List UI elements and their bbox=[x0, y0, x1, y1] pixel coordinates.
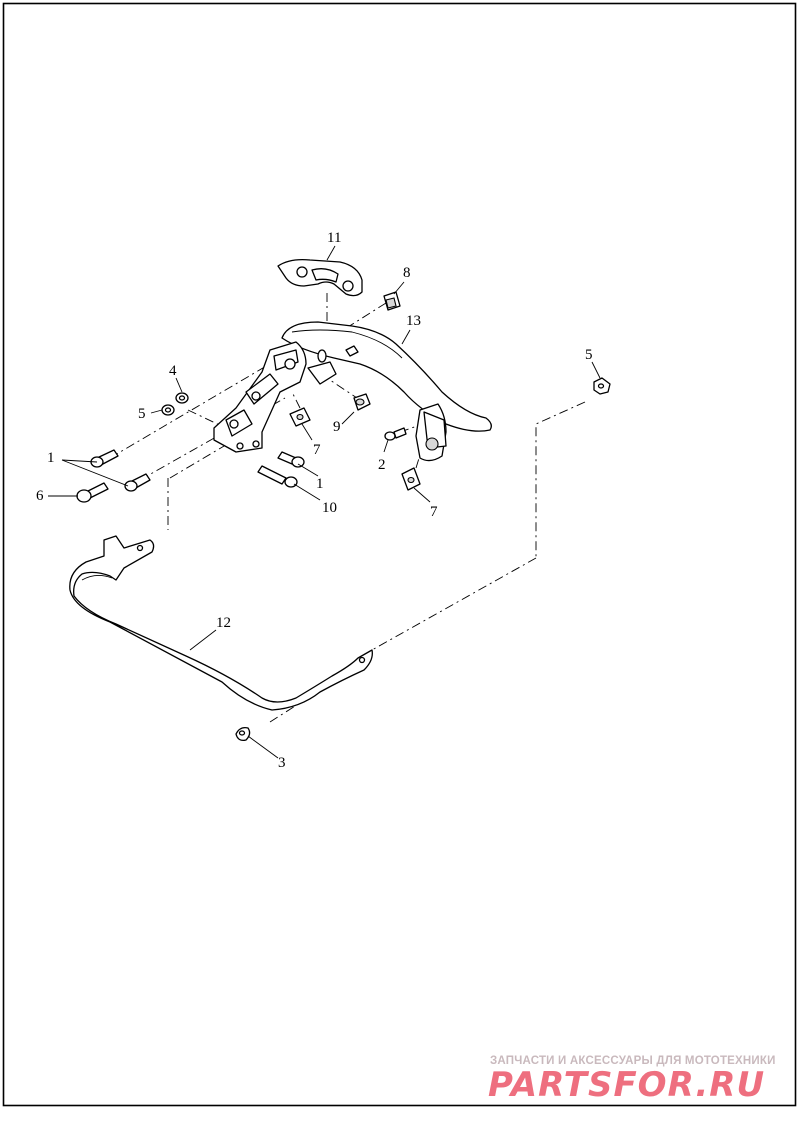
callout-5b: 5 bbox=[138, 406, 146, 422]
callout-2: 2 bbox=[378, 457, 386, 473]
bolt-10 bbox=[257, 465, 298, 488]
bolt-1a bbox=[90, 449, 119, 468]
bumper-9 bbox=[353, 393, 371, 411]
part-13-luggage-rack bbox=[213, 321, 492, 462]
callout-11: 11 bbox=[327, 230, 341, 246]
nut-5b bbox=[161, 404, 175, 416]
speed-nut-7a bbox=[289, 407, 311, 427]
callout-13: 13 bbox=[406, 313, 421, 329]
nut-4 bbox=[175, 392, 189, 404]
callout-12: 12 bbox=[216, 615, 231, 631]
callout-8: 8 bbox=[403, 265, 411, 281]
callout-6: 6 bbox=[36, 488, 44, 504]
part-11-top-cover bbox=[277, 258, 363, 297]
callout-5a: 5 bbox=[585, 347, 593, 363]
bolt-1b bbox=[124, 473, 151, 492]
callout-7a: 7 bbox=[313, 442, 321, 458]
callout-1a: 1 bbox=[47, 450, 55, 466]
callout-3: 3 bbox=[278, 755, 286, 771]
callout-leaders bbox=[48, 245, 601, 759]
screw-2 bbox=[384, 427, 407, 441]
speed-nut-7b bbox=[401, 467, 421, 491]
callout-labels: 11 8 13 5 4 5 7 9 1 2 1 6 10 7 12 3 bbox=[36, 230, 593, 771]
bolt-6 bbox=[76, 482, 109, 503]
watermark-tagline: ЗАПЧАСТИ И АКСЕССУАРЫ ДЛЯ МОТОТЕХНИКИ bbox=[490, 1055, 776, 1067]
bolt-1c bbox=[277, 451, 305, 468]
callout-4: 4 bbox=[169, 363, 177, 379]
clip-8 bbox=[383, 291, 401, 311]
callout-10: 10 bbox=[322, 500, 337, 516]
callout-7b: 7 bbox=[430, 504, 438, 520]
watermark: ЗАПЧАСТИ И АКСЕССУАРЫ ДЛЯ МОТОТЕХНИКИ PA… bbox=[488, 1055, 776, 1105]
watermark-brand: PARTSFOR.RU bbox=[488, 1065, 765, 1105]
part-12-support-bar bbox=[69, 535, 373, 711]
callout-9: 9 bbox=[333, 419, 341, 435]
diagram-border bbox=[2, 2, 797, 1107]
callout-1b: 1 bbox=[316, 476, 324, 492]
nut-5a bbox=[593, 377, 611, 395]
fasteners bbox=[76, 291, 611, 742]
screw-3 bbox=[235, 726, 251, 742]
